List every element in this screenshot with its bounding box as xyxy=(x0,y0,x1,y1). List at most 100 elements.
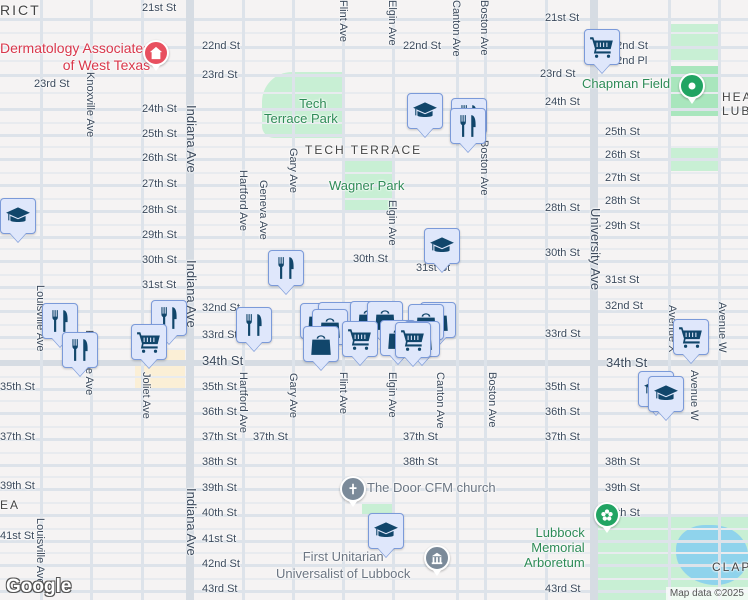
street-label: 36th St xyxy=(545,406,580,418)
street-label: 37th St xyxy=(253,431,288,443)
road-indiana xyxy=(186,0,194,600)
place-pin-icon[interactable] xyxy=(679,73,705,104)
google-logo[interactable]: Google xyxy=(6,576,72,597)
cross-icon[interactable] xyxy=(340,476,366,507)
grocery-marker[interactable] xyxy=(342,321,378,357)
label-line: Arboretum xyxy=(524,555,585,570)
street-label: 40th St xyxy=(202,507,237,519)
road-gary xyxy=(292,0,295,600)
road-23rd xyxy=(0,74,748,77)
road-42nd xyxy=(0,564,748,567)
door-church-label[interactable]: The Door CFM church xyxy=(367,480,496,495)
road-36th xyxy=(0,412,748,415)
map-attribution[interactable]: Map data ©2025 xyxy=(665,587,748,600)
street-label: 22nd St xyxy=(202,40,240,52)
street-label: Gary Ave xyxy=(287,373,299,419)
street-label: 38th St xyxy=(202,456,237,468)
restaurant-marker[interactable] xyxy=(236,307,272,343)
street-label: 34th St xyxy=(202,353,244,368)
graduation-cap-icon xyxy=(412,98,438,124)
street-label: Avenue W xyxy=(688,370,700,421)
grocery-marker[interactable] xyxy=(584,29,620,65)
label-line: of West Texas xyxy=(62,57,151,73)
grocery-marker[interactable] xyxy=(395,322,431,358)
road-22nd xyxy=(0,46,748,49)
street-label: Avenue W xyxy=(716,302,728,353)
road-37th xyxy=(0,438,748,441)
street-label: Indiana Ave xyxy=(184,488,199,556)
street-label: Boston Ave xyxy=(486,372,498,428)
road-30th xyxy=(0,260,748,263)
education-marker[interactable] xyxy=(648,376,684,412)
temple-icon[interactable] xyxy=(424,545,450,576)
road-24th xyxy=(0,108,748,111)
grocery-marker[interactable] xyxy=(131,324,167,360)
chapman-field-label[interactable]: Chapman Field xyxy=(582,76,671,91)
arboretum-label[interactable]: Lubbock Memorial Arboretum xyxy=(524,525,585,570)
grocery-marker[interactable] xyxy=(673,319,709,355)
street-label: 21st St xyxy=(142,2,177,14)
street-label: University Ave xyxy=(588,208,603,291)
street-label: 21st St xyxy=(545,12,580,24)
education-marker[interactable] xyxy=(368,513,404,549)
medical-icon[interactable] xyxy=(143,40,169,71)
church-green xyxy=(362,502,392,514)
education-marker[interactable] xyxy=(424,228,460,264)
street-label: 33rd St xyxy=(202,329,238,341)
street-label: 28th St xyxy=(605,195,640,207)
wagner-park-label[interactable]: Wagner Park xyxy=(329,178,405,193)
road-minor xyxy=(545,0,548,600)
street-label: 39th St xyxy=(605,482,640,494)
first-unitarian-label[interactable]: First Unitarian Universalist of Lubbock xyxy=(276,548,410,582)
flower-icon[interactable] xyxy=(594,502,620,533)
street-label: 43rd St xyxy=(202,583,238,595)
road-31st xyxy=(0,286,748,289)
shopping-marker[interactable] xyxy=(303,326,339,362)
street-label: Hartford Ave xyxy=(237,170,249,231)
street-label: 34th St xyxy=(606,355,648,370)
road-25th xyxy=(0,134,748,137)
street-label: 31st St xyxy=(142,279,177,291)
fork-knife-icon xyxy=(67,337,93,363)
road-38th xyxy=(0,464,748,467)
street-label: 37th St xyxy=(545,431,580,443)
street-label: 31st St xyxy=(605,274,640,286)
street-label: 38th St xyxy=(403,456,438,468)
restaurant-marker[interactable] xyxy=(62,332,98,368)
street-label: 23rd St xyxy=(202,69,238,81)
district-label: HEA xyxy=(722,90,748,104)
shopping-cart-icon xyxy=(347,326,373,352)
street-label: Elgin Ave xyxy=(386,372,398,418)
street-label: 38th St xyxy=(605,456,640,468)
tech-terrace-park-label[interactable]: Tech Terrace Park xyxy=(264,96,338,126)
road-26th xyxy=(0,158,748,161)
restaurant-marker[interactable] xyxy=(450,108,486,144)
street-label: 41st St xyxy=(202,533,237,545)
street-label: 24th St xyxy=(142,103,177,115)
restaurant-marker[interactable] xyxy=(268,250,304,286)
road-34th xyxy=(0,360,748,366)
street-label: 42nd St xyxy=(202,558,240,570)
street-label: 30th St xyxy=(545,247,580,259)
fork-knife-icon xyxy=(455,113,481,139)
shopping-cart-icon xyxy=(136,329,162,355)
street-label: Joliet Ave xyxy=(140,372,152,419)
street-label: Indiana Ave xyxy=(184,105,199,173)
street-label: 32nd St xyxy=(202,302,240,314)
district-label: LUB xyxy=(722,104,748,118)
street-label: 36th St xyxy=(202,406,237,418)
dermatology-label[interactable]: Dermatology Associates of West Texas xyxy=(0,40,150,74)
road-ave-w xyxy=(718,0,721,600)
road-27th xyxy=(0,184,748,187)
education-marker[interactable] xyxy=(407,93,443,129)
street-label: 29th St xyxy=(142,229,177,241)
street-label: 24th St xyxy=(545,96,580,108)
road-joliet xyxy=(141,0,144,600)
street-label: 25th St xyxy=(605,126,640,138)
road-29th xyxy=(0,236,748,239)
road-43rd xyxy=(0,590,748,593)
street-label: 27th St xyxy=(605,172,640,184)
road-university xyxy=(590,0,598,600)
education-marker[interactable] xyxy=(0,198,36,234)
